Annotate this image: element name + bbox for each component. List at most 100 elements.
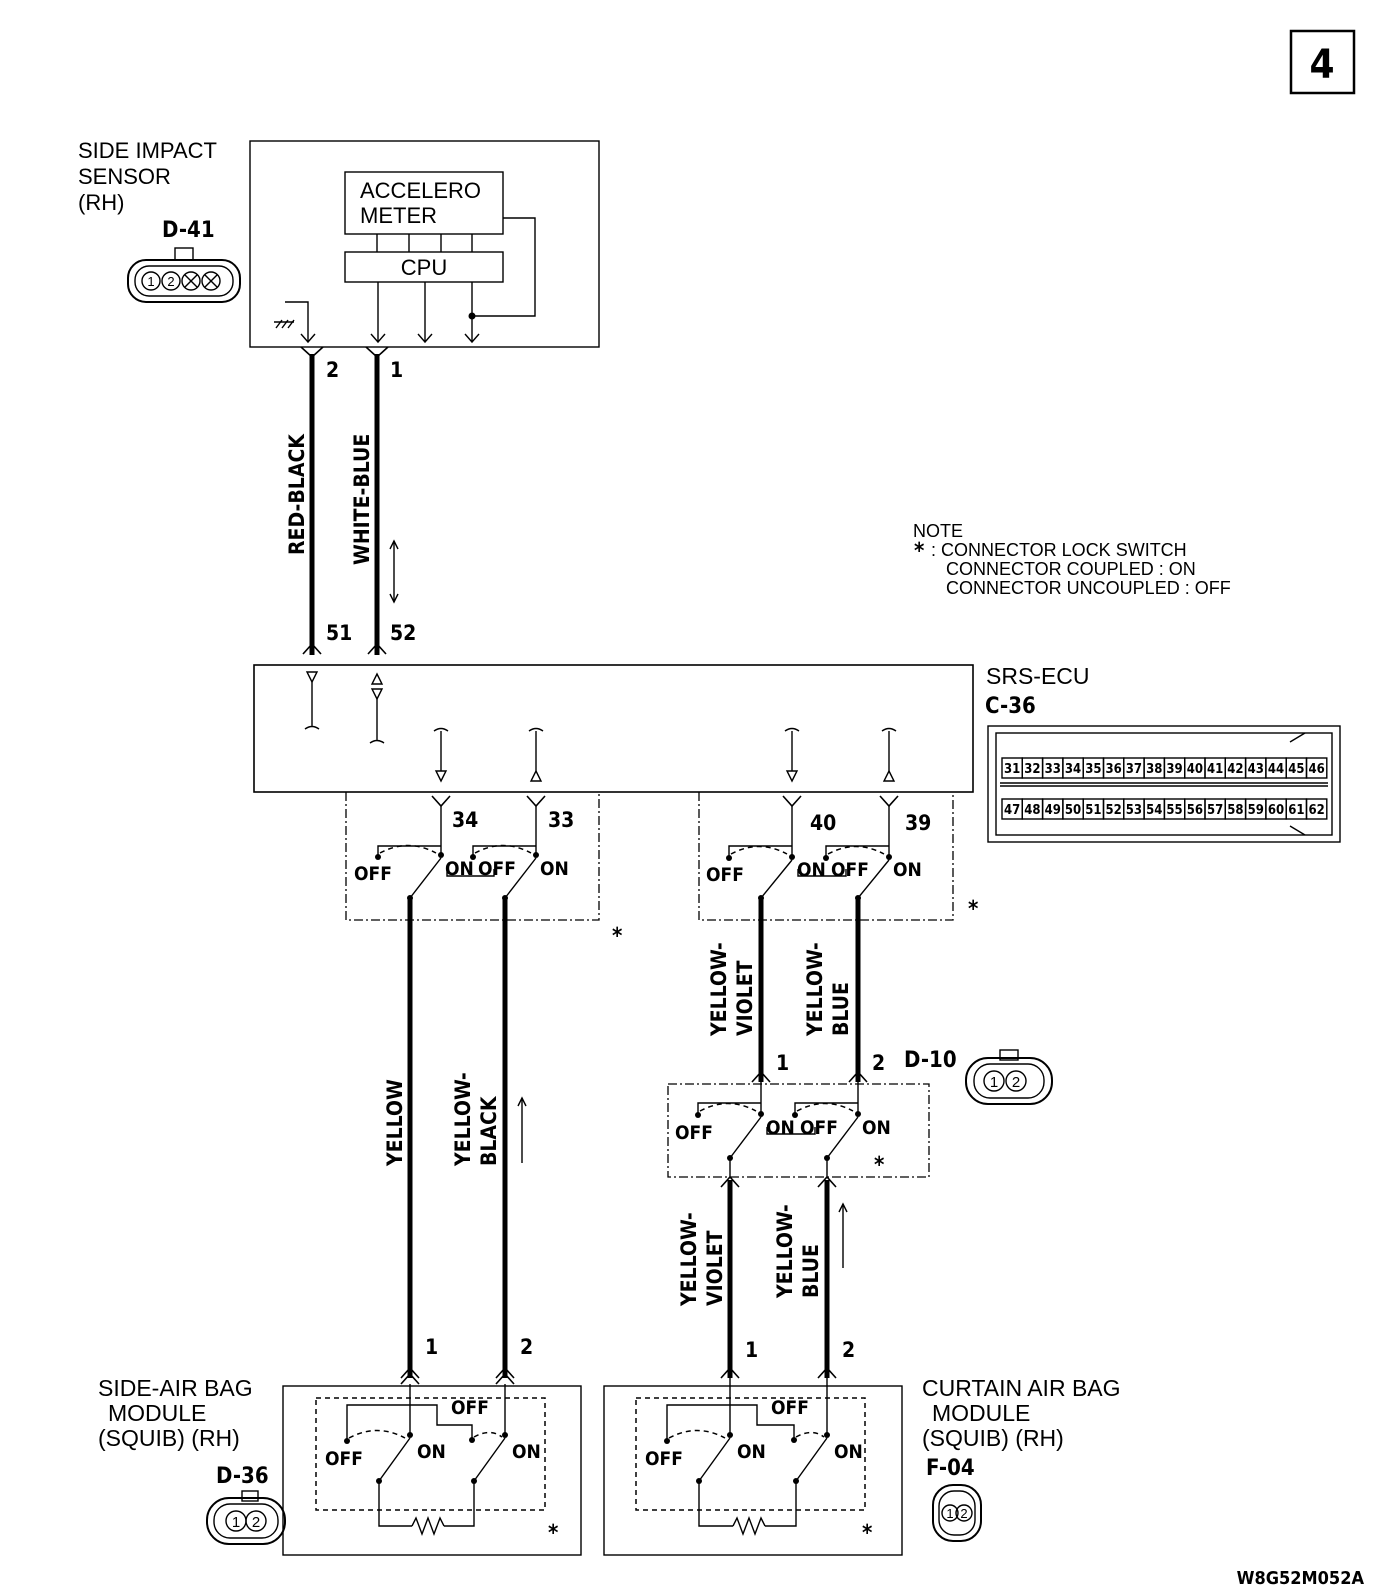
sensor-term-1: 1 (390, 358, 403, 382)
d41-pin-2: 2 (167, 274, 174, 289)
side-sw-on-2: ON (512, 1441, 541, 1463)
lock-switch-box-d10 (667, 1083, 930, 1178)
c36-pin-number: 60 (1268, 803, 1284, 818)
srs-ecu-title: SRS-ECU (986, 663, 1090, 689)
note-heading: NOTE (913, 521, 963, 541)
side-sw-off-top: OFF (451, 1397, 489, 1419)
cpu-label: CPU (401, 255, 447, 280)
note-line-3: CONNECTOR UNCOUPLED : OFF (946, 578, 1231, 598)
swd10b-on: ON (862, 1117, 891, 1139)
side-airbag-title-2: MODULE (108, 1400, 206, 1426)
sensor-title-2: SENSOR (78, 164, 171, 189)
c36-pin-number: 50 (1065, 803, 1081, 818)
wire-label-yellow-black-1: YELLOW- (451, 1072, 475, 1167)
swd10b-off: OFF (800, 1117, 838, 1139)
c36-pin-number: 56 (1187, 803, 1203, 818)
note-star: * (914, 539, 924, 564)
connector-d10-icon (965, 1049, 1053, 1105)
sw40-on: ON (797, 859, 826, 881)
side-impact-sensor: SIDE IMPACT SENSOR (RH) D-41 1 2 ACCELER… (78, 138, 600, 348)
curtain-sw-on-1: ON (737, 1441, 766, 1463)
page-number: 4 (1309, 42, 1334, 88)
accelero-label-1: ACCELERO (360, 178, 481, 203)
curtain-airbag-module: * OFF OFF ON ON CURTAIN AIR BAG MODULE (… (603, 1375, 1121, 1556)
lock-switch-box-34-33 (345, 792, 600, 921)
side-airbag-connector-id: D-36 (216, 1464, 269, 1489)
sw39-off: OFF (831, 859, 869, 881)
c36-pin-number: 36 (1106, 762, 1122, 777)
curtain-airbag-box (603, 1385, 903, 1556)
c36-pin-number: 53 (1126, 803, 1142, 818)
curtain-sw-off: OFF (645, 1448, 683, 1470)
wire-label-yb-upper-1: YELLOW- (803, 942, 827, 1037)
wire-label-white-blue: WHITE-BLUE (350, 434, 374, 565)
c36-pin-cell (1305, 798, 1328, 820)
side-sw-off: OFF (325, 1448, 363, 1470)
sensor-connector-id: D-41 (162, 218, 215, 243)
note-line-1: : CONNECTOR LOCK SWITCH (931, 540, 1187, 560)
sw40-off: OFF (706, 864, 744, 886)
side-term-1: 1 (425, 1335, 438, 1359)
c36-pin-number: 48 (1024, 803, 1040, 818)
sensor-title-1: SIDE IMPACT (78, 138, 217, 163)
swd10a-on: ON (766, 1117, 795, 1139)
ecu-term-52: 52 (390, 621, 416, 645)
accelero-label-2: METER (360, 203, 437, 228)
d36-pin-2: 2 (252, 1514, 260, 1531)
side-sw-on-1: ON (417, 1441, 446, 1463)
wire-label-yellow-black-2: BLACK (477, 1095, 501, 1166)
curtain-sw-off-top: OFF (771, 1397, 809, 1419)
f04-pin-2: 2 (960, 1506, 967, 1521)
curtain-airbag-title-2: MODULE (932, 1400, 1030, 1426)
note-line-2: CONNECTOR COUPLED : ON (946, 559, 1196, 579)
c36-pin-number: 54 (1146, 803, 1162, 818)
wire-label-yb-lower-1: YELLOW- (773, 1204, 797, 1299)
drawing-code: W8G52M052A (1237, 1568, 1365, 1589)
swd10a-off: OFF (675, 1122, 713, 1144)
ecu-term-39: 39 (905, 811, 931, 835)
wire-label-yv-lower-2: VIOLET (703, 1230, 727, 1306)
c36-pin-number: 57 (1207, 803, 1223, 818)
ecu-term-40: 40 (810, 811, 836, 835)
c36-pin-number: 42 (1227, 762, 1243, 777)
star-curtain-airbag: * (862, 1521, 872, 1546)
sw34-on: ON (445, 858, 474, 880)
ecu-term-33: 33 (548, 808, 574, 832)
cpu-block (344, 251, 504, 283)
c36-pin-number: 43 (1248, 762, 1264, 777)
sw34-off: OFF (354, 863, 392, 885)
curtain-sw-on-2: ON (834, 1441, 863, 1463)
wire-label-yv-upper-1: YELLOW- (707, 942, 731, 1037)
connector-d36-icon (206, 1490, 286, 1545)
c36-pin-number: 45 (1288, 762, 1304, 777)
curtain-airbag-title-1: CURTAIN AIR BAG (922, 1375, 1121, 1401)
ecu-term-34: 34 (452, 808, 478, 832)
lock-switch-box-40-39 (698, 792, 954, 921)
c36-pin-number: 52 (1106, 803, 1122, 818)
f04-pin-1: 1 (946, 1506, 953, 1521)
d41-pin-1: 1 (147, 274, 154, 289)
c36-pin-number: 58 (1227, 803, 1243, 818)
c36-pin-number: 59 (1248, 803, 1264, 818)
d10-pin-2: 2 (1012, 1074, 1020, 1091)
curtain-term-1: 1 (745, 1338, 758, 1362)
d36-pin-1: 1 (232, 1514, 240, 1531)
wire-label-yv-lower-1: YELLOW- (677, 1212, 701, 1307)
c36-pin-number: 44 (1268, 762, 1284, 777)
c36-pin-number: 35 (1085, 762, 1101, 777)
d10-connector-id: D-10 (904, 1048, 957, 1073)
c36-pin-number: 34 (1065, 762, 1081, 777)
c36-pin-number: 31 (1004, 762, 1020, 777)
c36-pin-number: 55 (1166, 803, 1182, 818)
c36-pin-number: 61 (1288, 803, 1304, 818)
star-side-airbag: * (548, 1521, 558, 1546)
wire-label-yb-upper-2: BLUE (829, 982, 853, 1036)
side-airbag-module: SIDE-AIR BAG MODULE (SQUIB) (RH) D-36 * … (98, 1375, 582, 1556)
connector-f04-icon (932, 1484, 982, 1542)
sensor-title-3: (RH) (78, 190, 124, 215)
sensor-term-2: 2 (326, 358, 339, 382)
star-40-39: * (968, 897, 978, 922)
d10-pin-1: 1 (990, 1074, 998, 1091)
